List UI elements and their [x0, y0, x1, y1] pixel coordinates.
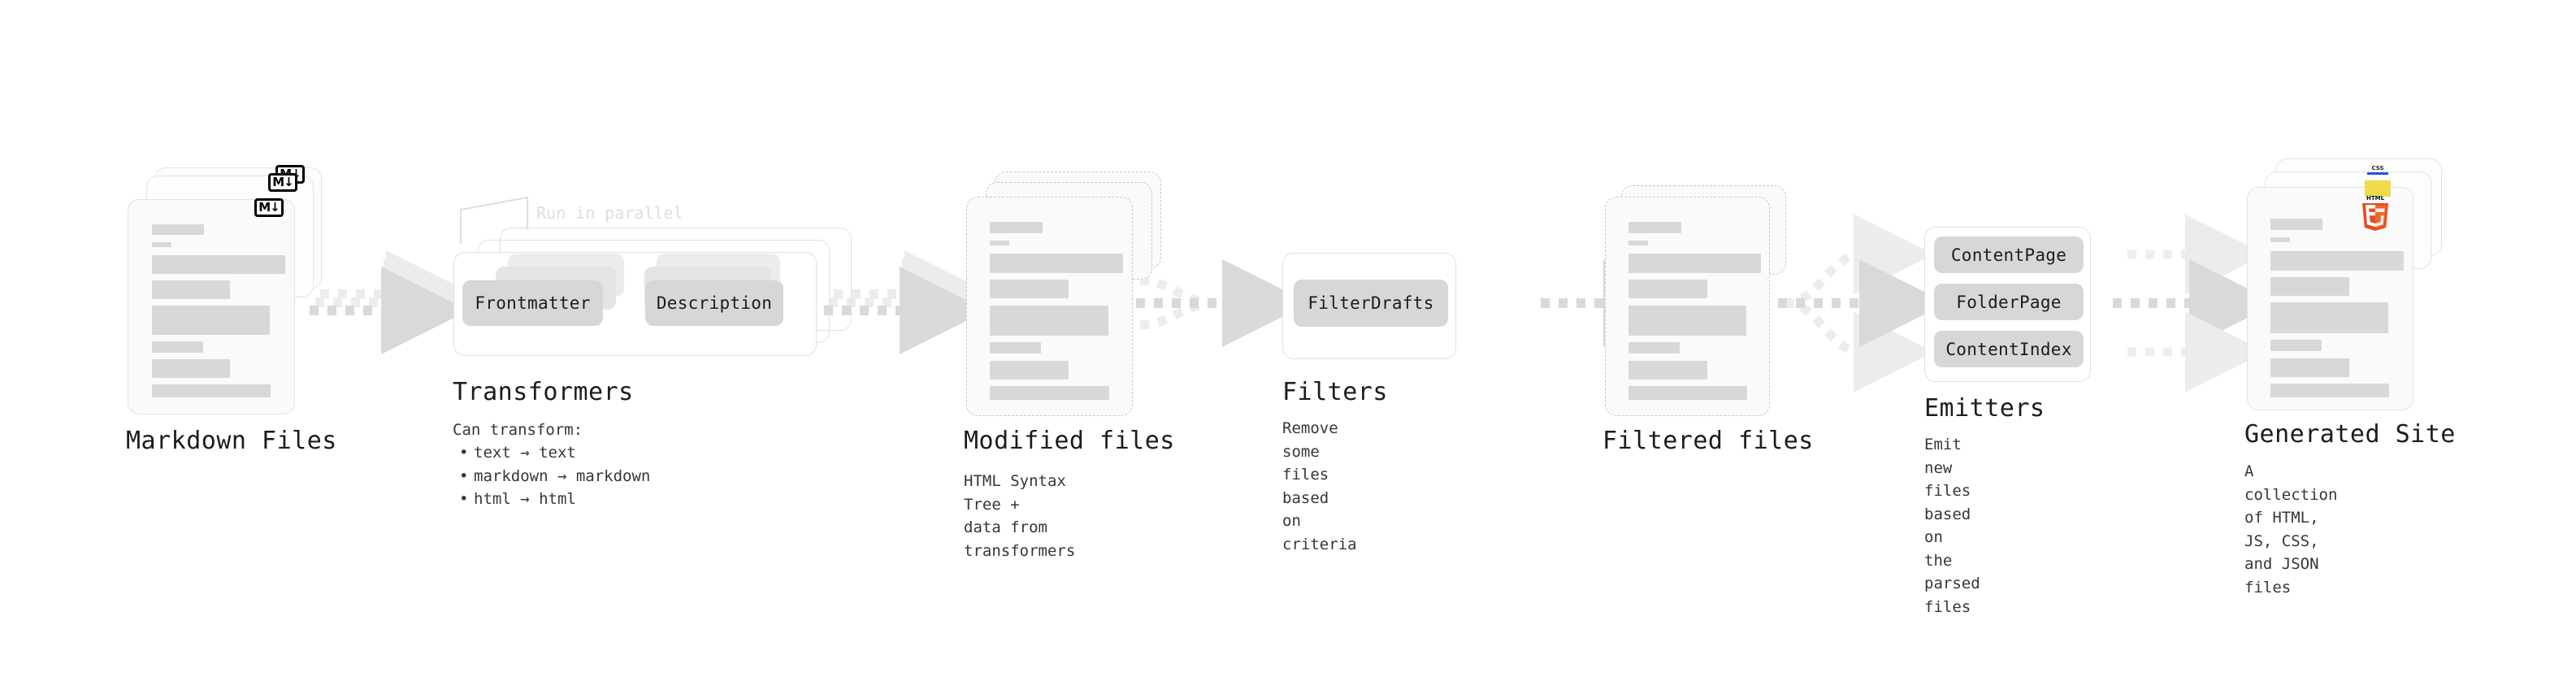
- transformers-desc-lead: Can transform:: [453, 421, 583, 439]
- svg-text:HTML: HTML: [2366, 195, 2385, 202]
- doc-bar: [2270, 251, 2404, 271]
- transformers-bullet-item: html → html: [453, 488, 650, 511]
- emitter-chip-contentpage[interactable]: ContentPage: [1934, 236, 2084, 273]
- doc-bar: [990, 386, 1109, 400]
- doc-bar: [1628, 280, 1707, 298]
- filtered-doc-front: [1605, 197, 1770, 416]
- arrow-modified-to-filters: [1136, 259, 1310, 347]
- run-in-parallel-label: Run in parallel: [536, 203, 683, 223]
- filter-chip-filterdrafts[interactable]: FilterDrafts: [1294, 280, 1448, 327]
- stage-title-emitters: Emitters: [1924, 394, 2045, 423]
- doc-bar: [990, 222, 1043, 233]
- doc-bar: [1628, 342, 1680, 354]
- stage-title-filtered: Filtered files: [1602, 427, 1814, 455]
- transformers-bullet-item: text → text: [453, 441, 650, 465]
- doc-bar: [1628, 254, 1761, 273]
- js-logo-icon: [2365, 180, 2391, 197]
- doc-bar: [990, 342, 1041, 354]
- markdown-logo-back-1: M↓: [268, 173, 297, 192]
- modified-desc: HTML Syntax Tree + data from transformer…: [964, 472, 1076, 560]
- doc-bar: [1628, 222, 1681, 233]
- doc-bar: [2270, 302, 2388, 333]
- css-logo-underline: [2367, 172, 2388, 175]
- stage-title-filters: Filters: [1282, 378, 1388, 406]
- css-logo-badge: CSS: [2367, 165, 2388, 175]
- doc-bar: [152, 341, 203, 353]
- doc-bar: [2270, 358, 2349, 377]
- doc-bar: [990, 254, 1123, 273]
- doc-bar: [1628, 306, 1746, 336]
- doc-bar: [152, 359, 230, 378]
- doc-bar: [2270, 340, 2322, 351]
- doc-bar: [990, 306, 1108, 336]
- markdown-logo-icon: M↓: [268, 173, 297, 192]
- markdown-doc-front: [128, 199, 295, 414]
- markdown-logo-front: M↓: [254, 198, 284, 217]
- doc-bar: [990, 361, 1069, 380]
- doc-bar: [2270, 219, 2322, 230]
- markdown-logo-icon: M↓: [254, 198, 284, 217]
- filters-desc: Remove some files based on criteria: [1282, 419, 1357, 553]
- transformer-chip-description[interactable]: Description: [645, 280, 783, 326]
- css-logo-icon: CSS: [2367, 165, 2388, 175]
- html5-logo-badge: HTML: [2359, 193, 2392, 234]
- generated-doc-front: [2247, 187, 2413, 410]
- css-logo-text: CSS: [2371, 165, 2384, 171]
- doc-bar: [990, 280, 1069, 298]
- js-logo-badge: [2365, 180, 2391, 197]
- arrow-markdown-to-transformers: [310, 250, 474, 354]
- doc-bar: [152, 255, 285, 274]
- doc-bar: [1628, 386, 1747, 400]
- stage-title-markdown: Markdown Files: [126, 427, 337, 455]
- arrow-filtered-to-emitters: [1778, 214, 1947, 393]
- stage-title-generated: Generated Site: [2244, 420, 2456, 449]
- modified-doc-front: [966, 197, 1133, 416]
- generated-desc: A collection of HTML, JS, CSS, and JSON …: [2244, 462, 2338, 596]
- doc-bar: [2270, 384, 2389, 397]
- doc-bar: [2270, 277, 2349, 296]
- arrow-emitters-to-generated: [2113, 214, 2277, 393]
- emitter-chip-folderpage[interactable]: FolderPage: [1934, 284, 2084, 320]
- doc-bar: [1628, 241, 1648, 245]
- emitter-chip-contentindex[interactable]: ContentIndex: [1934, 331, 2084, 367]
- transformer-chip-frontmatter[interactable]: Frontmatter: [462, 280, 603, 326]
- doc-bar: [152, 224, 204, 235]
- doc-bar: [2270, 237, 2290, 242]
- doc-bar: [152, 242, 171, 247]
- transformers-bullet-list: text → text markdown → markdown html → h…: [453, 441, 650, 511]
- doc-bar: [152, 306, 270, 335]
- stage-title-modified: Modified files: [964, 427, 1175, 455]
- transformers-bullet-item: markdown → markdown: [453, 465, 650, 488]
- doc-bar: [152, 384, 271, 397]
- html5-logo-icon: HTML: [2362, 195, 2388, 231]
- doc-bar: [990, 241, 1009, 245]
- doc-bar: [152, 280, 230, 299]
- doc-bar: [1628, 361, 1707, 380]
- emitters-desc: Emit new files based on the parsed files: [1924, 436, 1980, 616]
- stage-title-transformers: Transformers: [453, 378, 634, 406]
